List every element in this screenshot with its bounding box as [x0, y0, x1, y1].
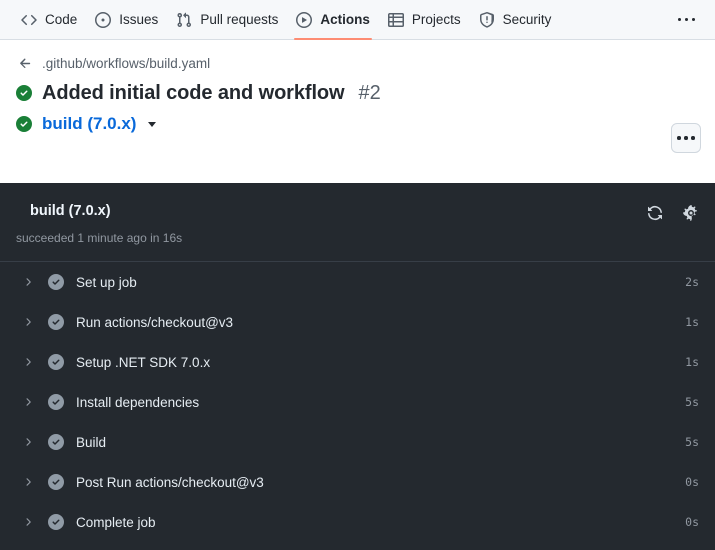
- step-duration: 5s: [685, 395, 699, 409]
- nav-item-actions-label: Actions: [320, 11, 370, 27]
- nav-item-code[interactable]: Code: [12, 0, 86, 39]
- step-duration: 0s: [685, 475, 699, 489]
- step-duration: 1s: [685, 315, 699, 329]
- chevron-right-icon[interactable]: [22, 356, 34, 368]
- nav-item-pull-requests-label: Pull requests: [200, 11, 279, 27]
- check-circle-fill-icon: [48, 354, 64, 370]
- step-name: Complete job: [76, 514, 156, 530]
- run-title-row: Added initial code and workflow #2: [16, 81, 701, 105]
- step-row[interactable]: Post Run actions/checkout@v3 0s: [0, 462, 715, 502]
- job-steps-list: Set up job 2s Run actions/checkout@v3 1s: [0, 262, 715, 550]
- job-title-row: build (7.0.x): [16, 114, 701, 134]
- check-circle-fill-icon: [48, 394, 64, 410]
- breadcrumb-workflow-path[interactable]: .github/workflows/build.yaml: [42, 55, 211, 71]
- triangle-down-icon[interactable]: [148, 121, 157, 127]
- table-icon: [387, 12, 404, 28]
- step-name: Post Run actions/checkout@v3: [76, 474, 264, 490]
- step-duration: 1s: [685, 355, 699, 369]
- check-circle-fill-icon: [16, 116, 32, 133]
- run-number: #2: [358, 81, 381, 104]
- check-circle-fill-icon: [48, 434, 64, 450]
- nav-item-code-label: Code: [45, 11, 78, 27]
- git-pull-request-icon: [176, 12, 192, 28]
- sync-icon[interactable]: [645, 203, 665, 223]
- chevron-right-icon[interactable]: [22, 476, 34, 488]
- step-name: Build: [76, 434, 107, 450]
- page-title: Added initial code and workflow: [42, 82, 345, 104]
- step-row[interactable]: Set up job 2s: [0, 262, 715, 302]
- nav-spacer: [560, 0, 671, 39]
- nav-item-issues-label: Issues: [119, 11, 159, 27]
- step-row[interactable]: Install dependencies 5s: [0, 382, 715, 422]
- job-log-header: build (7.0.x) succeeded 1 minute ago in …: [0, 183, 715, 262]
- repository-nav: Code Issues Pull requests Actions Projec: [0, 0, 715, 40]
- check-circle-fill-icon: [48, 274, 64, 290]
- job-status-text: succeeded 1 minute ago in 16s: [16, 231, 183, 246]
- nav-item-issues[interactable]: Issues: [86, 0, 167, 39]
- nav-item-security-label: Security: [502, 11, 552, 27]
- issue-opened-icon: [95, 11, 112, 28]
- code-icon: [21, 12, 37, 28]
- chevron-right-icon[interactable]: [22, 436, 34, 448]
- step-row[interactable]: Run actions/checkout@v3 1s: [0, 302, 715, 342]
- step-name: Set up job: [76, 274, 137, 290]
- step-row[interactable]: Complete job 0s: [0, 502, 715, 542]
- chevron-right-icon[interactable]: [22, 396, 34, 408]
- shield-icon: [479, 11, 495, 28]
- nav-item-security[interactable]: Security: [470, 0, 561, 39]
- step-duration: 5s: [685, 435, 699, 449]
- step-duration: 2s: [685, 275, 699, 289]
- nav-item-projects[interactable]: Projects: [379, 0, 470, 39]
- job-name: build (7.0.x): [30, 203, 111, 219]
- step-name: Install dependencies: [76, 394, 200, 410]
- job-log-panel: build (7.0.x) succeeded 1 minute ago in …: [0, 183, 715, 550]
- run-header: .github/workflows/build.yaml Added initi…: [0, 40, 715, 183]
- nav-item-pull-requests[interactable]: Pull requests: [167, 0, 287, 39]
- step-name: Setup .NET SDK 7.0.x: [76, 354, 211, 370]
- kebab-horizontal-icon: [677, 17, 695, 22]
- nav-item-projects-label: Projects: [411, 11, 461, 27]
- chevron-right-icon[interactable]: [22, 316, 34, 328]
- run-options-button[interactable]: [671, 123, 701, 153]
- job-selector-link[interactable]: build (7.0.x): [42, 114, 137, 133]
- step-name: Run actions/checkout@v3: [76, 314, 234, 330]
- breadcrumb: .github/workflows/build.yaml: [18, 56, 701, 71]
- play-circle-icon: [296, 11, 313, 28]
- gear-icon[interactable]: [681, 203, 701, 223]
- job-log-actions: [645, 203, 701, 223]
- nav-overflow-button[interactable]: [672, 0, 702, 39]
- check-circle-fill-icon: [48, 514, 64, 530]
- step-row[interactable]: Setup .NET SDK 7.0.x 1s: [0, 342, 715, 382]
- kebab-horizontal-icon: [677, 136, 695, 140]
- step-row[interactable]: Build 5s: [0, 422, 715, 462]
- chevron-right-icon[interactable]: [22, 516, 34, 528]
- check-circle-fill-icon: [48, 474, 64, 490]
- nav-item-actions[interactable]: Actions: [287, 0, 379, 40]
- step-duration: 0s: [685, 515, 699, 529]
- check-circle-fill-icon: [16, 85, 32, 101]
- arrow-left-icon[interactable]: [18, 56, 33, 71]
- check-circle-fill-icon: [48, 314, 64, 330]
- chevron-right-icon[interactable]: [22, 276, 34, 288]
